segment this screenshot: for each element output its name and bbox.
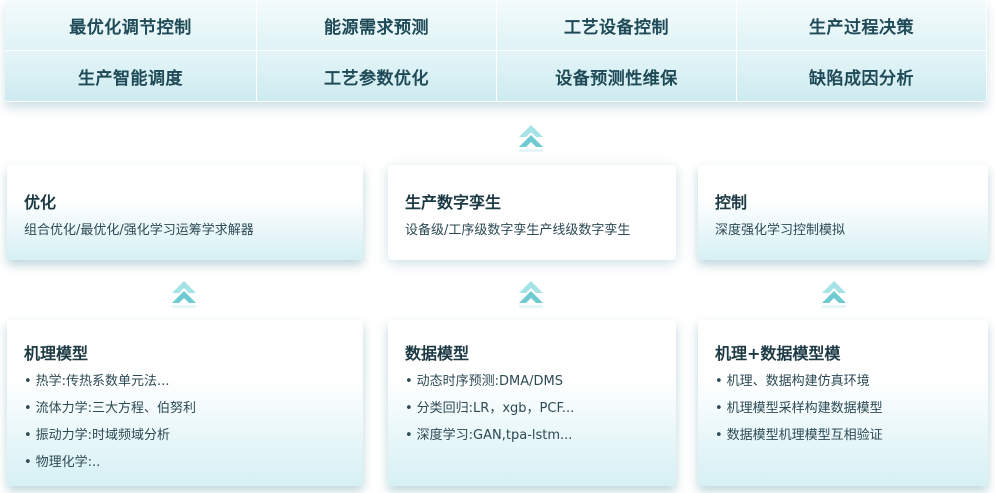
card-control: 控制 深度强化学习控制模拟 (698, 165, 988, 260)
list-item: 振动力学:时域频域分析 (24, 422, 196, 449)
chevron-up-icon (516, 123, 546, 153)
card-title: 数据模型 (405, 344, 470, 363)
card-title: 机理模型 (24, 344, 89, 363)
card-data-model: 数据模型 动态时序预测:DMA/DMS 分类回归:LR，xgb，PCF... 深… (388, 320, 676, 486)
card-list: 机理、数据构建仿真环境 机理模型采样构建数据模型 数据模型机理模型互相验证 (715, 368, 883, 449)
card-mechanism-model: 机理模型 热学:传热系数单元法... 流体力学:三大方程、伯努利 振动力学:时域… (7, 320, 363, 486)
list-item: 机理模型采样构建数据模型 (715, 395, 883, 422)
card-title: 生产数字孪生 (405, 193, 502, 212)
app-cell: 工艺参数优化 (257, 51, 497, 102)
chevron-up-icon (169, 279, 199, 309)
card-title: 优化 (24, 193, 57, 212)
list-item: 物理化学:.. (24, 449, 196, 476)
card-digital-twin: 生产数字孪生 设备级/工序级数字孪生产线级数字孪生 (388, 165, 676, 260)
card-description: 组合优化/最优化/强化学习运筹学求解器 (24, 223, 254, 238)
app-cell: 生产过程决策 (737, 0, 987, 51)
list-item: 动态时序预测:DMA/DMS (405, 368, 574, 395)
app-cell: 工艺设备控制 (497, 0, 737, 51)
application-grid: 最优化调节控制 能源需求预测 工艺设备控制 生产过程决策 生产智能调度 工艺参数… (5, 0, 987, 102)
card-title: 控制 (715, 193, 748, 212)
list-item: 分类回归:LR，xgb，PCF... (405, 395, 575, 422)
app-cell: 设备预测性维保 (497, 51, 737, 102)
list-item: 热学:传热系数单元法... (24, 368, 196, 395)
card-optimization: 优化 组合优化/最优化/强化学习运筹学求解器 (7, 165, 363, 260)
app-cell: 最优化调节控制 (5, 0, 257, 51)
card-list: 热学:传热系数单元法... 流体力学:三大方程、伯努利 振动力学:时域频域分析 … (24, 368, 196, 476)
app-cell: 能源需求预测 (257, 0, 497, 51)
card-title: 机理+数据模型模 (715, 344, 841, 363)
app-cell: 生产智能调度 (5, 51, 257, 102)
list-item: 数据模型机理模型互相验证 (715, 422, 883, 449)
card-description: 设备级/工序级数字孪生产线级数字孪生 (405, 223, 631, 238)
list-item: 机理、数据构建仿真环境 (715, 368, 883, 395)
list-item: 流体力学:三大方程、伯努利 (24, 395, 196, 422)
chevron-up-icon (516, 279, 546, 309)
app-cell: 缺陷成因分析 (737, 51, 987, 102)
card-hybrid-model: 机理+数据模型模 机理、数据构建仿真环境 机理模型采样构建数据模型 数据模型机理… (698, 320, 988, 486)
card-list: 动态时序预测:DMA/DMS 分类回归:LR，xgb，PCF... 深度学习:G… (405, 368, 575, 449)
list-item: 深度学习:GAN,tpa-lstm... (405, 422, 574, 449)
chevron-up-icon (819, 279, 849, 309)
card-description: 深度强化学习控制模拟 (715, 223, 846, 238)
